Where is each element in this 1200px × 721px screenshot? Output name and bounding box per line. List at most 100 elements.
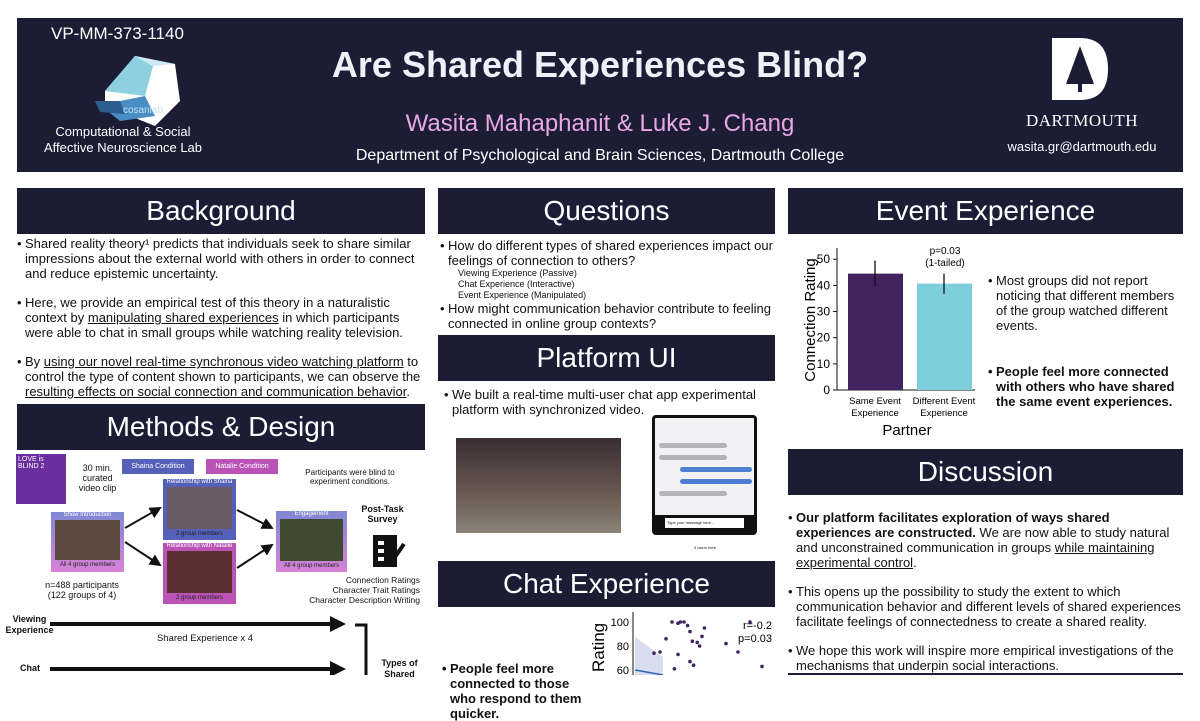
data-point [682, 620, 686, 624]
survey-item: Character Description Writing [309, 595, 420, 605]
data-point [685, 623, 690, 628]
data-point [688, 629, 692, 634]
underlined-text: while maintaining experimental control [796, 540, 1155, 570]
bar [848, 273, 903, 390]
logo-text: cosanlab [123, 105, 163, 116]
y-tick-label: 40 [817, 278, 831, 292]
x-tick-label: Experience [920, 408, 968, 419]
blind-note: Participants were blind to experiment co… [305, 468, 395, 486]
shaina-condition-label: Shaina Condition [122, 459, 194, 474]
label: All 4 group members [59, 562, 116, 568]
platform-heading: Platform UI [438, 335, 775, 381]
poster-header: VP-MM-373-1140 cosanlab Computational & … [17, 18, 1183, 172]
text: n=488 participants [45, 580, 119, 590]
survey-items: Connection Ratings Character Trait Ratin… [300, 575, 420, 605]
text: in which participants were able to chat … [25, 310, 403, 340]
discussion-heading: Discussion [788, 449, 1183, 495]
shared-experience-label: Shared Experience x 4 [156, 633, 254, 644]
chat-window: Type your message here... [652, 415, 757, 535]
affiliation: Department of Psychological and Brain Sc… [355, 147, 845, 164]
video-still [167, 487, 232, 529]
chat-experience-heading: Chat Experience [438, 561, 775, 607]
data-point [690, 639, 695, 643]
users-here: 4 users here [693, 545, 717, 550]
types-label: Types of Shared [381, 658, 418, 679]
annotation: p=0.03 [930, 246, 961, 257]
x-axis-label: Partner [882, 422, 931, 439]
cosanlab-logo: cosanlab [95, 56, 180, 126]
x-tick-label: Same Event [849, 396, 901, 407]
confidence-band [635, 637, 663, 675]
divider [788, 673, 1183, 675]
event-text: Most groups did not report noticing that… [988, 273, 1183, 423]
poster-id: VP-MM-373-1140 [51, 24, 184, 43]
regression-line [634, 669, 664, 675]
discussion-p2: This opens up the possibility to study t… [788, 584, 1188, 629]
poster-title: Are Shared Experiences Blind? [331, 44, 869, 85]
survey-label: Post-Task Survey [361, 504, 404, 524]
dartmouth-pine-logo [1052, 38, 1108, 100]
show-logo: LOVE is BLIND 2 [16, 454, 66, 504]
underlined-text: manipulating shared experiences [87, 310, 279, 325]
methods-heading: Methods & Design [17, 404, 425, 450]
event-bullet-1: Most groups did not report noticing that… [988, 273, 1183, 333]
y-tick-label: 50 [817, 252, 831, 266]
text: . [406, 384, 410, 399]
data-point [678, 620, 683, 624]
underlined-text: using our novel real-time synchronous vi… [43, 354, 404, 369]
data-point [760, 664, 764, 669]
x-tick-label: Different Event [913, 396, 976, 407]
data-point [697, 644, 702, 648]
video-still [280, 519, 343, 561]
background-heading: Background [17, 188, 425, 234]
lab-name-line2: Affective Neuroscience Lab [43, 140, 203, 155]
data-point [664, 637, 668, 641]
data-point [672, 667, 677, 671]
text: . [913, 555, 917, 570]
survey-item: Connection Ratings [345, 575, 420, 585]
data-point [652, 651, 656, 655]
lab-name-line1: Computational & Social [55, 124, 191, 139]
chat-input[interactable]: Type your message here... [665, 518, 744, 528]
y-tick-label: 0 [823, 383, 830, 397]
discussion-p1: Our platform facilitates exploration of … [788, 510, 1188, 570]
data-point [670, 620, 674, 624]
data-point [724, 641, 728, 646]
question-2: How might communication behavior contrib… [440, 301, 775, 331]
label: 2 group members [175, 531, 224, 537]
university-name: DARTMOUTH [1025, 111, 1139, 130]
flow-arrows [124, 507, 274, 569]
viewing-label: Viewing Experience [5, 614, 54, 635]
question-sub: Event Experience (Manipulated) [458, 290, 587, 300]
text: Here, we provide an empirical test of th… [25, 295, 390, 325]
event-heading: Event Experience [788, 188, 1183, 234]
data-point [658, 650, 662, 654]
clipboard-icon [373, 535, 406, 567]
video-still [167, 551, 232, 593]
event-bullet-2: People feel more connected with others w… [988, 364, 1183, 409]
data-point [676, 652, 680, 657]
data-point [702, 626, 707, 630]
data-point [695, 640, 699, 645]
question-sub: Viewing Experience (Passive) [458, 268, 577, 278]
authors: Wasita Mahaphanit & Luke J. Chang [405, 110, 795, 137]
platform-text: We built a real-time multi-user chat app… [444, 387, 774, 417]
y-tick-label: 100 [611, 617, 629, 629]
lab-name: Computational & Social Affective Neurosc… [37, 124, 209, 156]
question-sub: Chat Experience (Interactive) [458, 279, 575, 289]
y-tick-label: 60 [617, 665, 629, 675]
underlined-text: resulting effects on social connection a… [25, 384, 407, 399]
chat-label: Chat [20, 663, 40, 673]
label: Show Introduction [63, 512, 112, 518]
video-player[interactable] [456, 438, 621, 533]
data-point [700, 634, 704, 639]
data-point [688, 659, 692, 664]
bar [917, 283, 972, 390]
background-text: Shared reality theory¹ predicts that ind… [17, 236, 427, 413]
clip-description: 30 min. curated video clip [78, 463, 117, 493]
text: By [25, 354, 44, 369]
